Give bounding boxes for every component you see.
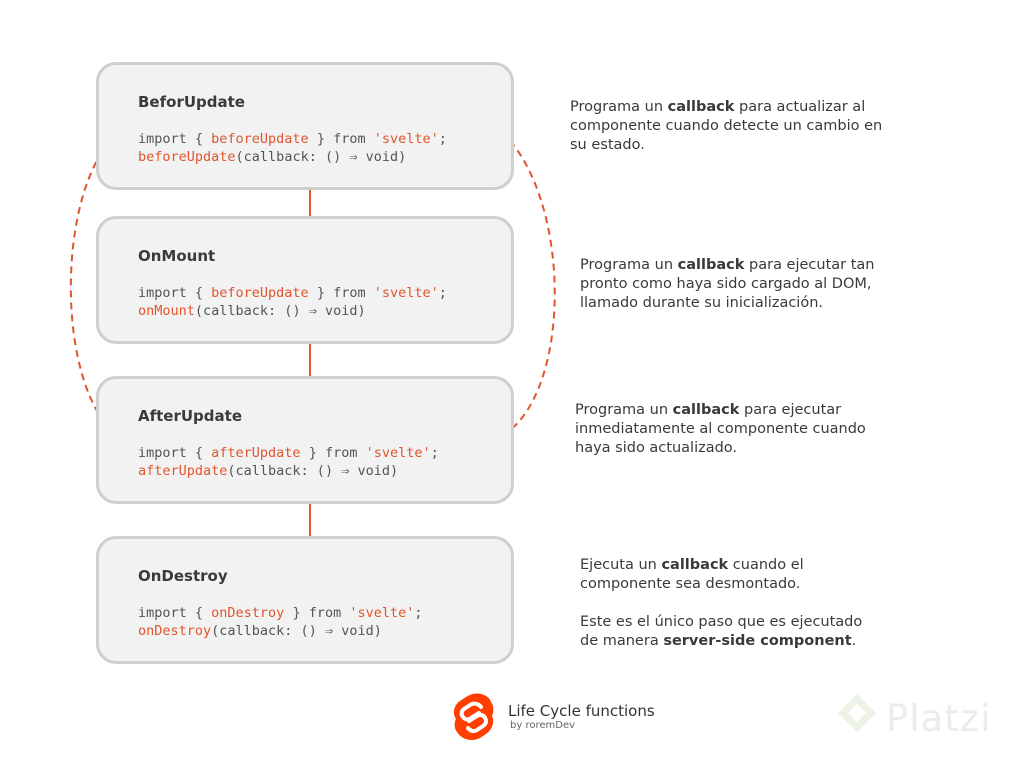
description-beforeupdate: Programa un callback para actualizar al …: [570, 99, 883, 153]
platzi-logo-icon: [838, 694, 876, 732]
stage-title: AfterUpdate: [138, 407, 242, 425]
loop-arrow-left: [69, 126, 129, 443]
code-block: import { beforeUpdate } from 'svelte'; b…: [138, 131, 447, 165]
stage-title: BeforUpdate: [138, 93, 245, 111]
footer-title: Life Cycle functions: [508, 702, 655, 720]
stage-box-afterupdate: AfterUpdate import { afterUpdate } from …: [96, 376, 514, 504]
stage-box-beforeupdate: BeforUpdate import { beforeUpdate } from…: [96, 62, 514, 190]
code-block: import { onDestroy } from 'svelte'; onDe…: [138, 605, 423, 639]
code-block: import { beforeUpdate } from 'svelte'; o…: [138, 285, 447, 319]
stage-box-ondestroy: OnDestroy import { onDestroy } from 'sve…: [96, 536, 514, 664]
stage-box-onmount: OnMount import { beforeUpdate } from 'sv…: [96, 216, 514, 344]
code-block: import { afterUpdate } from 'svelte'; af…: [138, 445, 439, 479]
description-onmount: Programa un callback para ejecutar tan p…: [580, 257, 875, 311]
stage-title: OnDestroy: [138, 567, 228, 585]
footer-subtitle: by roremDev: [510, 720, 576, 731]
description-ondestroy: Ejecuta un callback cuando el componente…: [580, 557, 863, 649]
description-afterupdate: Programa un callback para ejecutar inmed…: [575, 402, 866, 456]
platzi-watermark: Platzi: [886, 697, 992, 740]
loop-arrow-right: [491, 125, 556, 442]
svelte-logo-icon: [453, 693, 494, 740]
stage-title: OnMount: [138, 247, 216, 265]
